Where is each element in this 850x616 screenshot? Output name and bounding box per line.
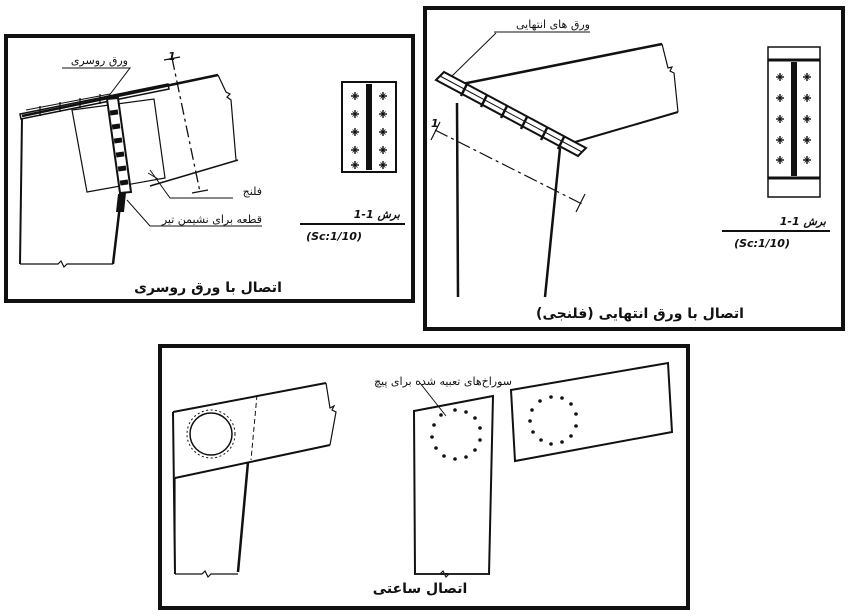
section-scale: (Sc:1/10) [306,230,362,243]
section-view [341,81,397,173]
panel-title: اتصال با ورق انتهایی (فلنجی) [536,306,744,322]
panel-end-plate: 1 ورق های انتهایی برش 1-1 (Sc:1/10) اتصا… [423,6,845,331]
section-mark: 1 [168,50,176,63]
leader [419,382,447,417]
column-piece [412,394,495,579]
label-cover-plate: ورق روسری [71,54,128,67]
section-label: برش 1-1 [780,215,827,228]
label-end-plate: ورق های انتهایی [516,18,590,31]
rafter [461,42,679,143]
panel-end-plate-frame [423,6,845,331]
bolt-holes [430,408,482,461]
panel-clock-joint: سوراخ‌های تعبیه شده برای پیچ اتصال ساعتی [158,344,690,610]
section-scale: (Sc:1/10) [734,237,790,250]
flange-plate [105,96,133,195]
seat-piece [116,193,126,212]
panel-cover-plate: ورق روسری فلنج قطعه برای نشیمن تیر 1 برش… [4,34,415,303]
label-seat-piece: قطعه برای نشیمن تیر [161,213,262,226]
column [455,102,562,298]
panel-title: اتصال ساعتی [373,581,468,597]
column [19,117,122,269]
section-label: برش 1-1 [354,208,401,221]
end-plate [434,70,588,158]
section-cut-line [430,121,586,213]
leaders [62,67,262,227]
section-cut-line [163,56,209,194]
cover-plate [19,83,170,120]
label-flange: فلنج [243,185,262,198]
panel-cover-plate-frame [4,34,415,303]
bolt-holes [528,395,578,446]
section-mark: 1 [431,117,439,130]
assembled-frame [172,382,337,579]
label-bolt-holes: سوراخ‌های تعبیه شده برای پیچ [374,375,512,388]
rafter-piece [509,361,674,463]
bolt-circle [186,409,236,459]
panel-title: اتصال با ورق روسری [134,280,282,296]
panel-clock-joint-frame [158,344,690,610]
section-view [767,46,821,198]
leader [451,31,590,77]
